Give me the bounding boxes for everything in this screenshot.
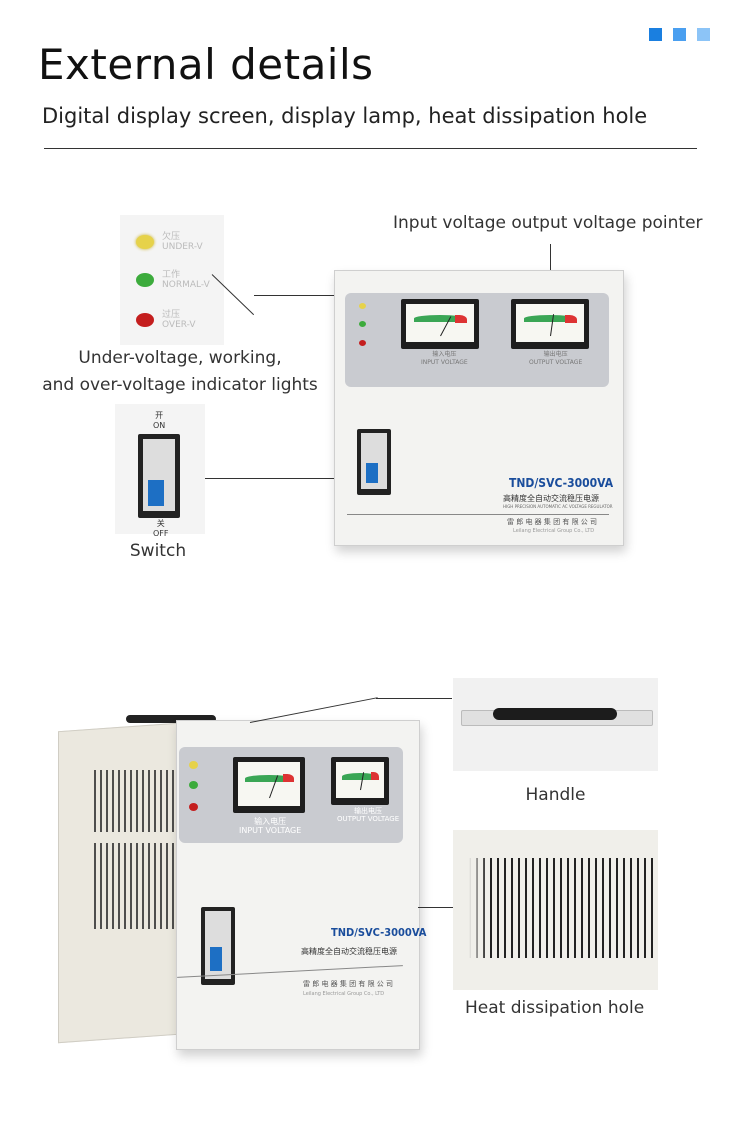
accent-square-3: [697, 28, 710, 41]
bottom-company-en: Leilang Electrical Group Co., LTD: [303, 991, 385, 997]
product-name-cn: 高精度全自动交流稳压电源: [503, 494, 599, 503]
heat-holes-photo: [453, 830, 658, 990]
product-name-en: HIGH PRECISION AUTOMATIC AC VOLTAGE REGU…: [503, 504, 613, 509]
page-subtitle: Digital display screen, display lamp, he…: [42, 104, 648, 128]
top-handle-icon: [126, 715, 216, 723]
side-vents-upper: [94, 770, 174, 832]
model-label: TND/SVC-3000VA: [509, 476, 614, 490]
bottom-over-lamp-icon: [189, 803, 198, 811]
header-divider: [44, 148, 697, 149]
bottom-normal-lamp-icon: [189, 781, 198, 789]
over-lamp-icon: [359, 340, 366, 346]
yellow-lamp-icon: [136, 235, 154, 249]
company-name-cn: 雷 郎 电 器 集 团 有 限 公 司: [507, 518, 598, 526]
output-voltage-meter: [511, 299, 589, 349]
switch-leader-line: [205, 478, 378, 479]
bottom-input-meter: [233, 757, 305, 813]
green-lamp-icon: [136, 273, 154, 287]
company-name-en: Leilang Electrical Group Co., LTD: [513, 528, 595, 534]
switch-icon: [138, 434, 180, 518]
bottom-power-switch-icon: [201, 907, 235, 985]
heat-caption: Heat dissipation hole: [465, 998, 645, 1018]
side-vents-lower: [94, 843, 174, 929]
handle-caption: Handle: [525, 785, 586, 805]
handle-leader-line: [376, 698, 452, 699]
page-title: External details: [38, 40, 374, 89]
pointer-caption: Input voltage output voltage pointer: [393, 213, 703, 233]
bottom-under-lamp-icon: [189, 761, 198, 769]
indicator-leader-line: [254, 295, 354, 296]
handle-photo: [453, 678, 658, 771]
handle-grip: [493, 708, 617, 720]
front-divider: [347, 514, 609, 515]
normal-lamp-icon: [359, 321, 366, 327]
indicators-caption: Under-voltage, working,and over-voltage …: [42, 348, 318, 395]
switch-caption: Switch: [129, 541, 187, 561]
bottom-company-cn: 雷 郎 电 器 集 团 有 限 公 司: [303, 980, 394, 988]
under-lamp-icon: [359, 303, 366, 309]
bottom-model-label: TND/SVC-3000VA: [331, 926, 427, 939]
power-switch-icon: [357, 429, 391, 495]
accent-square-1: [649, 28, 662, 41]
red-lamp-icon: [136, 313, 154, 327]
input-voltage-meter: [401, 299, 479, 349]
bottom-product-cn: 高精度全自动交流稳压电源: [301, 947, 397, 956]
vent-slots-icon: [469, 858, 655, 958]
bottom-output-meter: [331, 757, 389, 805]
accent-square-2: [673, 28, 686, 41]
